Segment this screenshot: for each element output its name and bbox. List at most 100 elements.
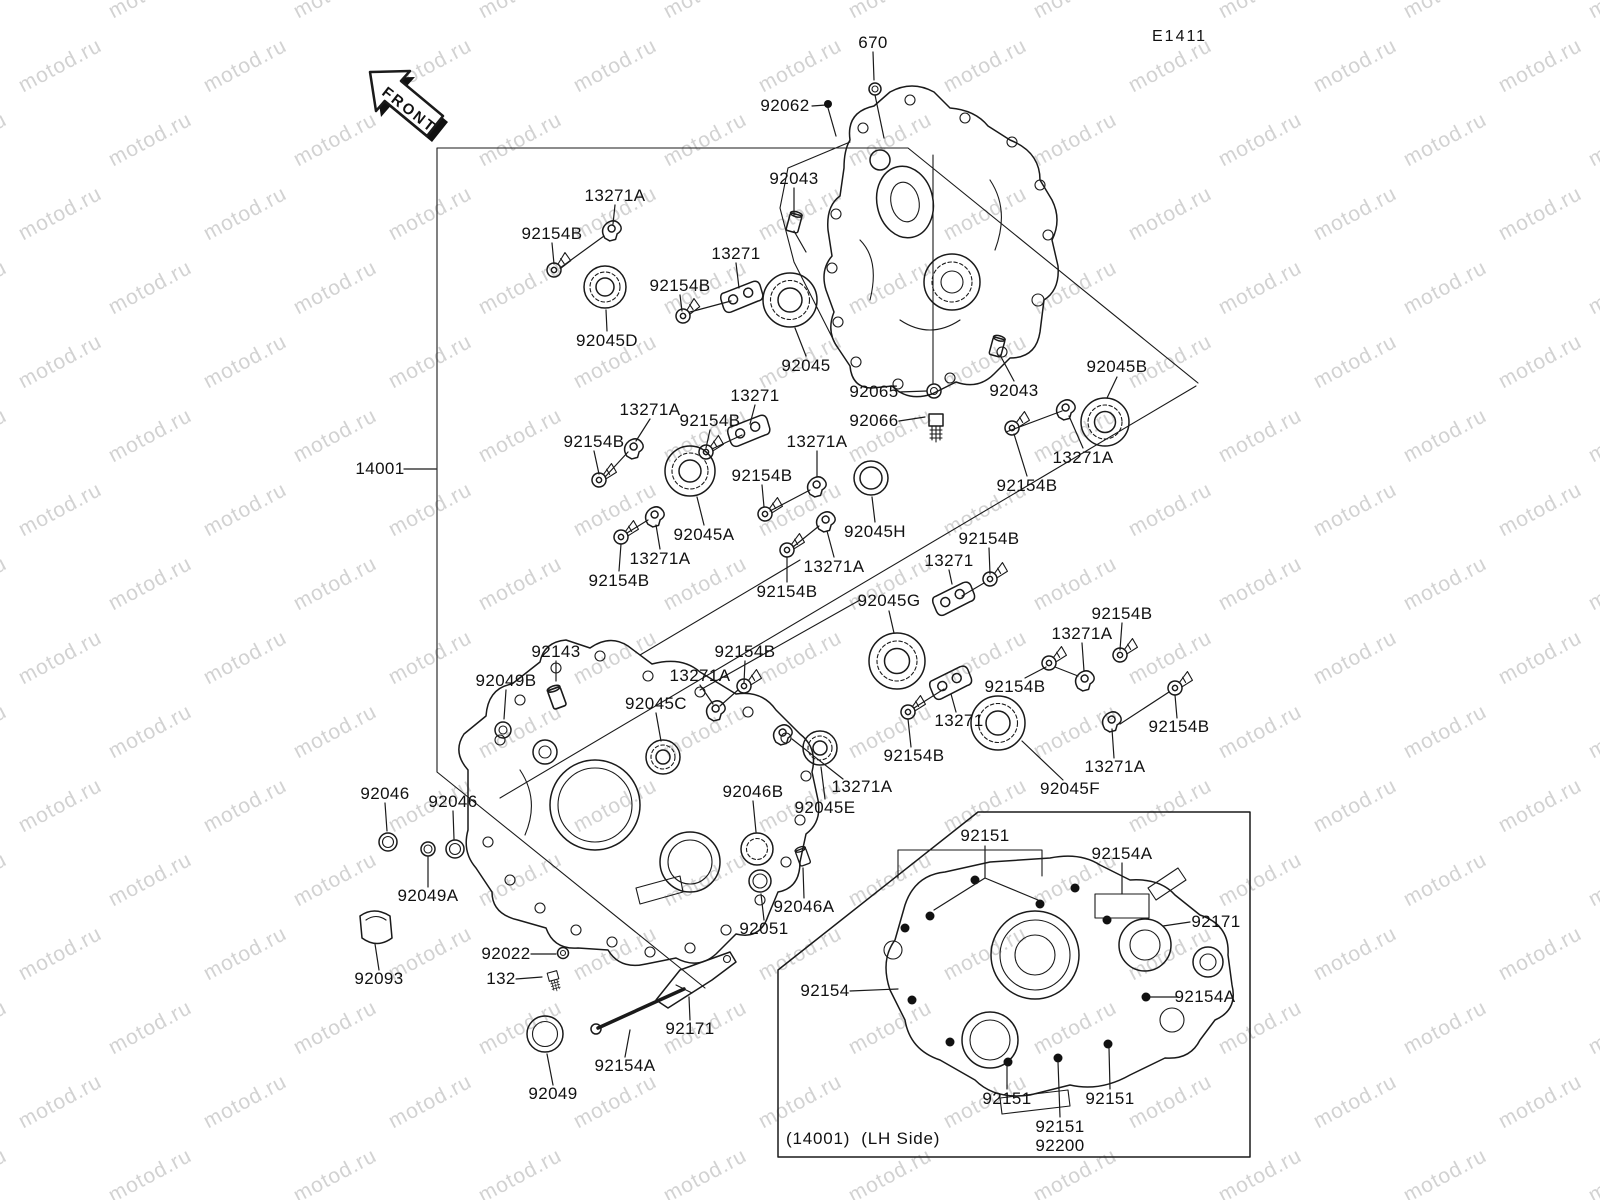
part-label: 92066 [849,411,899,430]
breather-arm-92171 [655,951,737,1009]
part-label: 92200 [1035,1136,1085,1155]
stud-92154A [590,984,693,1035]
part-label: 92046B [722,782,784,801]
part-label: 13271A [584,186,646,205]
part-label: 92065 [849,382,899,401]
part-label: 13271A [619,400,681,419]
part-label: 92046 [428,792,478,811]
part-label: 13271A [831,777,893,796]
bearing-92045A [664,445,716,497]
part-label: 92154B [714,642,776,661]
part-label: 92151 [960,826,1010,845]
part-label: 92151 [1085,1089,1135,1108]
part-label: 92154B [984,677,1046,696]
part-label: 92151 [1035,1117,1085,1136]
part-label: 92154A [1091,844,1153,863]
part-label: 92049B [475,671,537,690]
part-label: 92045F [1039,779,1101,798]
part-label: 92154B [588,571,650,590]
part-label: 92043 [989,381,1039,400]
part-label: 92045B [1086,357,1148,376]
part-label: 92154B [756,582,818,601]
assembly-box [436,147,1199,989]
bearing-92045E [802,730,838,766]
part-label: 13271A [803,557,865,576]
needle-bearing-92046B [740,832,774,866]
part-label: 92154A [1174,987,1236,1006]
bearing-92045G [868,632,926,690]
bearing-92045 [762,272,818,328]
part-label: 92154B [1091,604,1153,623]
part-label: 92154B [731,466,793,485]
part-label: 92045C [625,694,687,713]
oring-670 [868,82,882,96]
part-label: 92154B [521,224,583,243]
part-label: 92171 [665,1019,715,1038]
oil-seal-92045H [853,460,889,496]
part-label: 13271A [669,666,731,685]
part-label: 92045D [576,331,638,350]
part-label: 13271A [1084,757,1146,776]
part-label: 13271 [924,551,974,570]
part-label: 92062 [760,96,810,115]
part-label: 670 [858,33,888,52]
part-label: 13271A [1052,448,1114,467]
part-label: 92051 [739,919,789,938]
part-label: 92154A [594,1056,656,1075]
part-label: 92151 [982,1089,1032,1108]
plug-92046-right [445,839,465,859]
part-label: 13271 [934,711,984,730]
crankcase-lh-inset [883,849,1234,1115]
plug-92062 [824,100,832,108]
part-label: 13271A [786,432,848,451]
part-label: 92046A [773,897,835,916]
inset-caption: (14001) (LH Side) [786,1129,941,1148]
cap-92093 [359,910,393,945]
part-label: 13271 [711,244,761,263]
seal-92051 [748,869,772,893]
part-label: 92045G [857,591,921,610]
part-label: 92154B [679,411,741,430]
part-label: 92154B [996,476,1058,495]
plug-92046-left [378,832,398,852]
bearing-92045F [970,695,1026,751]
part-label: 132 [486,969,516,988]
part-label: 14001 [355,459,405,478]
part-label: 92143 [531,642,581,661]
part-label: 92049A [397,886,459,905]
part-label: 92022 [481,944,531,963]
part-label: 92045A [673,525,735,544]
part-label: 92045H [844,522,906,541]
part-label: 92154B [958,529,1020,548]
part-label: 13271A [1051,624,1113,643]
part-label: 92154B [883,746,945,765]
washer-92065 [926,383,942,399]
part-label: 92046 [360,784,410,803]
washer-92022 [556,946,570,960]
part-label: 92049 [528,1084,578,1103]
part-label: 92154 [800,981,850,1000]
inset-box [777,811,1251,1158]
part-label: 92045 [781,356,831,375]
part-label: 92154B [563,432,625,451]
part-label: 92171 [1191,912,1241,931]
seal-92049 [526,1015,564,1053]
part-label: 92093 [354,969,404,988]
part-label: 92154B [649,276,711,295]
oring-92049A [420,841,436,857]
part-label: 13271A [629,549,691,568]
bearing-92045D [583,265,627,309]
bearing-92045B [1080,397,1130,447]
part-label: 92154B [1148,717,1210,736]
bearing-92045C [645,739,681,775]
part-label: 13271 [730,386,780,405]
washer-92049B [494,721,512,739]
breather-arm-inset [1147,867,1187,901]
crankcase-right-half [779,85,1059,398]
part-label: 92043 [769,169,819,188]
crankcase-left-half [458,639,820,967]
part-label: 92045E [794,798,856,817]
